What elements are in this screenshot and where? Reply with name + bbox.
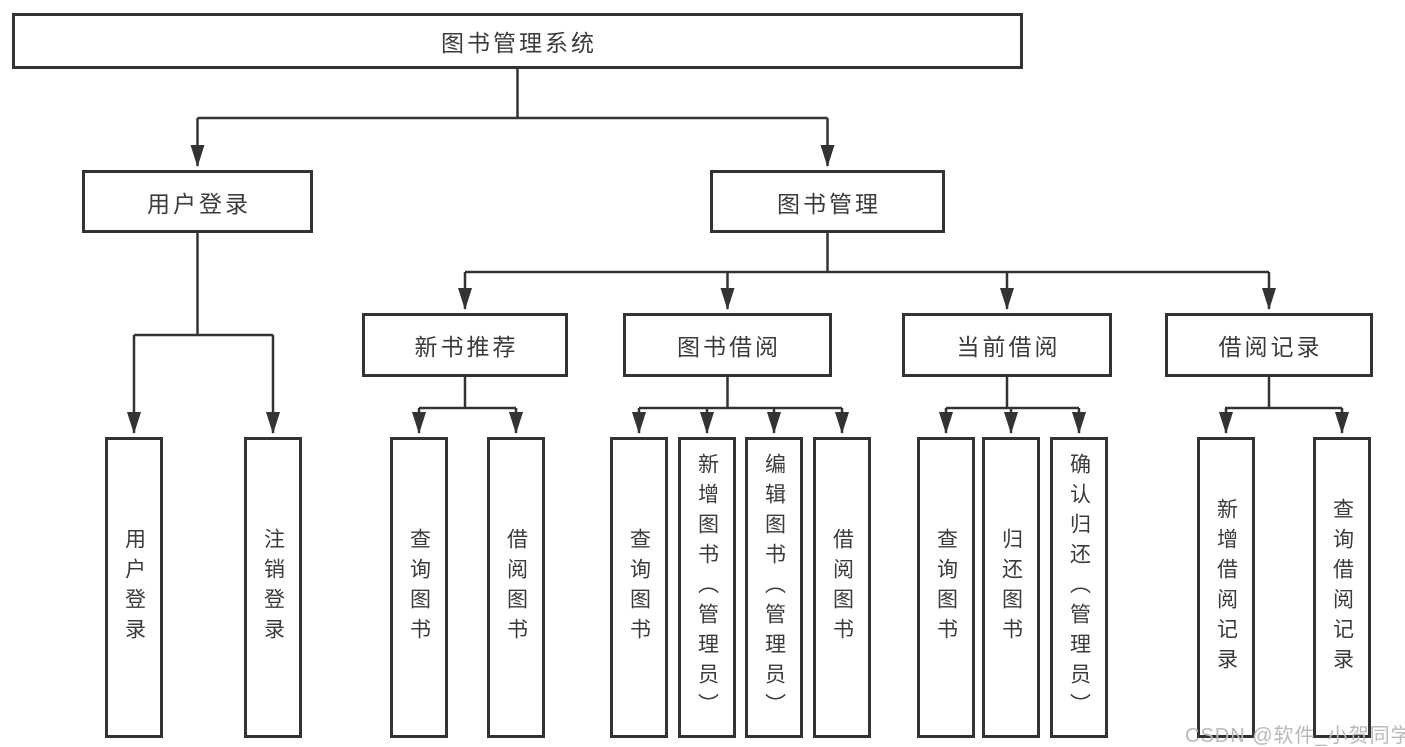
node-user-login-label: 用户登录 [147, 190, 251, 217]
node-leaf-confirm-return-admin: 确认归还（管理员） [1050, 437, 1108, 738]
node-current-borrowing: 当前借阅 [902, 313, 1112, 377]
watermark: CSDN @软件_小贺同学 [1185, 725, 1405, 747]
node-leaf-query-borrow-record-label: 查询借阅记录 [1330, 497, 1354, 678]
node-book-borrowing: 图书借阅 [623, 313, 832, 377]
node-leaf-add-book-admin: 新增图书（管理员） [678, 437, 736, 738]
node-leaf-query-books-borrowing: 查询图书 [610, 437, 668, 738]
node-borrow-records: 借阅记录 [1165, 313, 1373, 377]
node-leaf-user-login: 用户登录 [105, 437, 163, 738]
node-leaf-edit-book-admin-label: 编辑图书（管理员） [762, 452, 786, 723]
node-leaf-query-books-borrowing-label: 查询图书 [627, 527, 651, 648]
node-leaf-confirm-return-admin-label: 确认归还（管理员） [1067, 452, 1091, 723]
node-borrow-records-label: 借阅记录 [1218, 334, 1323, 360]
node-new-book-recommend: 新书推荐 [362, 313, 568, 377]
node-leaf-add-borrow-record: 新增借阅记录 [1197, 437, 1255, 738]
node-leaf-logout: 注销登录 [244, 437, 302, 738]
node-user-login: 用户登录 [82, 170, 313, 233]
node-leaf-query-books-recommend-label: 查询图书 [407, 527, 431, 648]
node-root-label: 图书管理系统 [441, 30, 597, 56]
node-leaf-add-borrow-record-label: 新增借阅记录 [1214, 497, 1238, 678]
node-current-borrowing-label: 当前借阅 [956, 334, 1061, 360]
node-leaf-query-books-current-label: 查询图书 [934, 527, 958, 648]
node-book-borrowing-label: 图书借阅 [677, 334, 781, 360]
node-leaf-return-books-label: 归还图书 [999, 527, 1023, 648]
node-leaf-borrow-books-borrowing: 借阅图书 [813, 437, 871, 738]
node-root: 图书管理系统 [12, 13, 1023, 69]
node-leaf-query-borrow-record: 查询借阅记录 [1313, 437, 1371, 738]
node-leaf-add-book-admin-label: 新增图书（管理员） [695, 452, 719, 723]
node-leaf-user-login-label: 用户登录 [122, 527, 146, 648]
node-leaf-query-books-current: 查询图书 [917, 437, 975, 738]
node-leaf-return-books: 归还图书 [982, 437, 1040, 738]
node-leaf-borrow-books-recommend: 借阅图书 [487, 437, 545, 738]
node-leaf-borrow-books-recommend-label: 借阅图书 [504, 527, 528, 648]
node-new-book-recommend-label: 新书推荐 [414, 334, 519, 360]
node-book-management-label: 图书管理 [777, 190, 881, 217]
node-leaf-borrow-books-borrowing-label: 借阅图书 [830, 527, 854, 648]
node-leaf-query-books-recommend: 查询图书 [390, 437, 448, 738]
node-leaf-logout-label: 注销登录 [261, 527, 285, 648]
node-leaf-edit-book-admin: 编辑图书（管理员） [745, 437, 803, 738]
node-book-management: 图书管理 [710, 170, 945, 233]
